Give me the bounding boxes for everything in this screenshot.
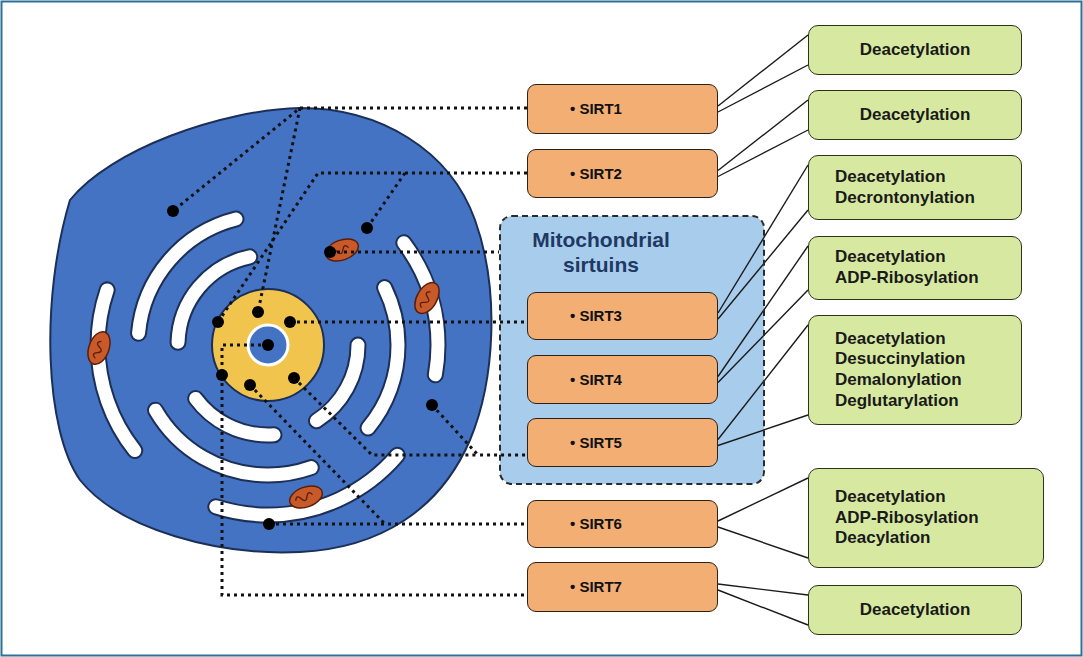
function-box: Deacetylation [808, 25, 1022, 75]
function-box: Deacetylation [808, 585, 1022, 635]
text-group: Deacetylation [860, 40, 971, 61]
sirtuin-label: • SIRT5 [570, 434, 622, 452]
text-group: Deacetylation [860, 600, 971, 621]
sirtuin-box: • SIRT4 [527, 355, 718, 404]
location-dots [167, 205, 438, 530]
connector-line [718, 65, 808, 112]
text-group: • SIRT3 [570, 307, 622, 325]
function-label: ADP-Ribosylation [835, 508, 979, 529]
sirtuin-label: • SIRT7 [570, 578, 622, 596]
sirtuin-label: • SIRT6 [570, 515, 622, 533]
sirtuin-label: • SIRT1 [570, 100, 622, 118]
function-label: Demalonylation [835, 370, 965, 391]
text-group: DeacetylationDecrontonylation [835, 167, 975, 208]
connector-line [718, 290, 808, 383]
function-label: Deacetylation [860, 40, 971, 61]
connector-line [718, 246, 808, 377]
function-label: Deacetylation [835, 329, 965, 350]
function-label: Deacetylation [860, 600, 971, 621]
cell-body [50, 108, 491, 552]
connector-line [718, 165, 808, 313]
text-group: • SIRT4 [570, 371, 622, 389]
connector-line [718, 584, 808, 595]
connector-line [718, 415, 808, 446]
text-group: • SIRT2 [570, 165, 622, 183]
function-box: DeacetylationDesuccinylationDemalonylati… [808, 315, 1022, 425]
nucleus [212, 289, 324, 401]
function-label: Deacetylation [835, 487, 979, 508]
text-group: Deacetylation [860, 105, 971, 126]
function-box: Deacetylation [808, 90, 1022, 140]
function-box: DeacetylationADP-Ribosylation [808, 236, 1022, 300]
connector-line [718, 35, 808, 106]
sirtuin-box: • SIRT6 [527, 500, 718, 548]
sirtuin-box: • SIRT7 [527, 562, 718, 612]
sirtuin-label: • SIRT4 [570, 371, 622, 389]
connector-line [718, 100, 808, 171]
sirtuin-box: • SIRT5 [527, 418, 718, 467]
group-title: Mitochondrial sirtuins [501, 227, 701, 277]
text-group: • SIRT7 [570, 578, 622, 596]
connector-line [718, 527, 808, 558]
text-group: DeacetylationADP-Ribosylation [835, 247, 979, 288]
function-label: Desuccinylation [835, 349, 965, 370]
sirtuin-box: • SIRT2 [527, 149, 718, 198]
function-label: ADP-Ribosylation [835, 268, 979, 289]
function-label: Deacetylation [835, 247, 979, 268]
function-label: Decrontonylation [835, 188, 975, 209]
text-group: DeacetylationDesuccinylationDemalonylati… [835, 329, 965, 412]
group-region: Mitochondrial sirtuins • SIRT3 • SIRT4 • SI… [499, 215, 765, 485]
location-lines [173, 108, 527, 595]
connector-line [718, 130, 808, 177]
er-bands [98, 175, 438, 515]
text-group: • SIRT5 [570, 434, 622, 452]
sirtuin-label: • SIRT2 [570, 165, 622, 183]
function-box: DeacetylationDecrontonylation [808, 155, 1022, 220]
function-label: Deacetylation [835, 167, 975, 188]
text-group: • SIRT6 [570, 515, 622, 533]
function-label: Deglutarylation [835, 391, 965, 412]
sirtuin-box: • SIRT1 [527, 84, 718, 134]
sirtuin-label: • SIRT3 [570, 307, 622, 325]
text-group: • SIRT1 [570, 100, 622, 118]
function-box: DeacetylationADP-RibosylationDeacylation [808, 468, 1044, 568]
connector-line [718, 590, 808, 625]
connector-line [718, 325, 808, 440]
sirtuin-box: • SIRT3 [527, 292, 718, 340]
function-label: Deacetylation [860, 105, 971, 126]
text-group: DeacetylationADP-RibosylationDeacylation [835, 487, 979, 549]
mitochondria [84, 235, 444, 512]
function-label: Deacylation [835, 528, 979, 549]
